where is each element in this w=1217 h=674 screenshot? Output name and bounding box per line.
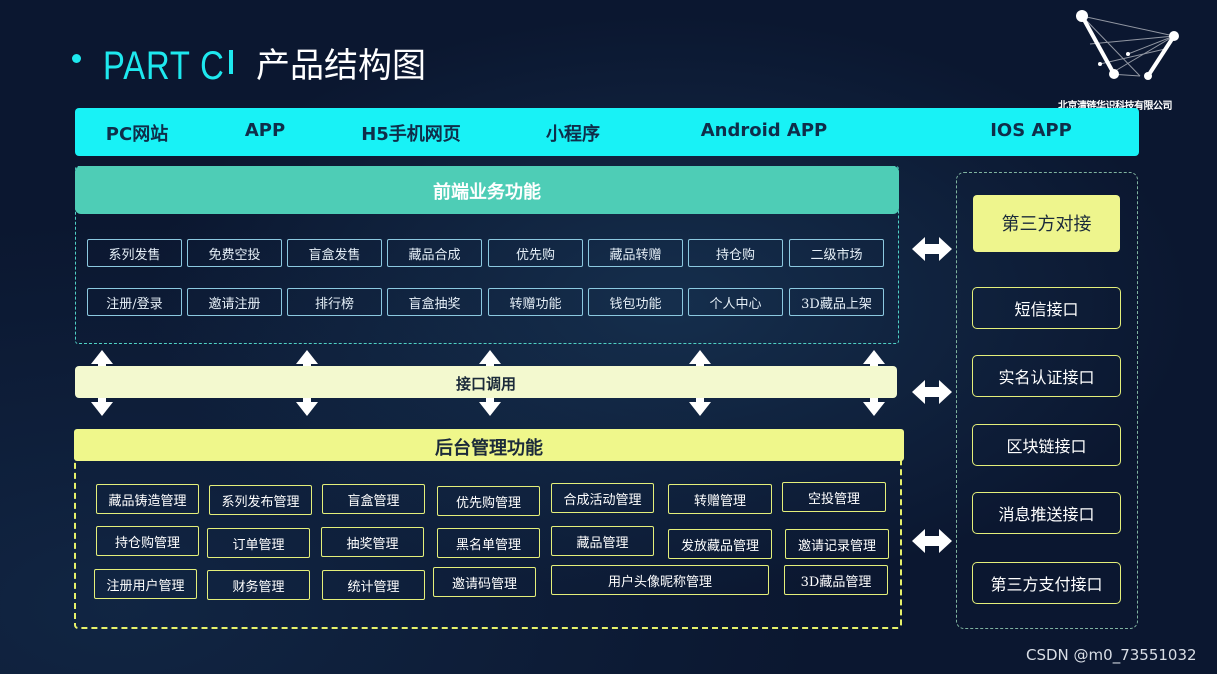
backend-item: 邀请记录管理: [785, 529, 889, 559]
backend-header: 后台管理功能: [74, 429, 904, 461]
frontend-item: 排行榜: [287, 288, 382, 316]
frontend-item: 钱包功能: [588, 288, 683, 316]
backend-item: 统计管理: [322, 570, 425, 600]
title-bullet: [72, 54, 81, 63]
frontend-item: 3D藏品上架: [789, 288, 884, 316]
platform-app: APP: [244, 120, 286, 141]
horizontal-arrow: [912, 237, 952, 261]
company-name: 北京清链华识科技有限公司: [1058, 101, 1173, 112]
frontend-item: 个人中心: [688, 288, 783, 316]
frontend-item: 盲盒发售: [287, 239, 382, 267]
backend-item: 优先购管理: [437, 486, 540, 516]
backend-item: 发放藏品管理: [668, 529, 772, 559]
backend-item: 藏品铸造管理: [96, 484, 199, 514]
backend-item: 抽奖管理: [321, 527, 424, 557]
platform-h5: H5手机网页: [361, 124, 461, 145]
frontend-item: 藏品转赠: [588, 239, 683, 267]
backend-title: 后台管理功能: [435, 438, 543, 459]
backend-item: 盲盒管理: [322, 484, 425, 514]
frontend-title: 前端业务功能: [433, 182, 541, 203]
backend-item: 注册用户管理: [94, 569, 197, 599]
third-party-frame: [956, 172, 1138, 629]
api-label: 接口调用: [455, 375, 516, 393]
frontend-item: 转赠功能: [488, 288, 583, 316]
backend-item: 用户头像昵称管理: [551, 565, 769, 595]
frontend-item: 持仓购: [688, 239, 783, 267]
frontend-item: 藏品合成: [387, 239, 482, 267]
frontend-item: 免费空投: [187, 239, 282, 267]
third-party-item: 消息推送接口: [972, 492, 1121, 534]
backend-item: 合成活动管理: [551, 483, 654, 513]
watermark: CSDN @m0_73551032: [1026, 646, 1197, 664]
frontend-item: 邀请注册: [187, 288, 282, 316]
part-label: PART C: [103, 44, 225, 88]
backend-item: 财务管理: [207, 570, 310, 600]
frontend-header: 前端业务功能: [75, 166, 899, 214]
frontend-item: 系列发售: [87, 239, 182, 267]
backend-item: 藏品管理: [551, 526, 654, 556]
backend-item: 3D藏品管理: [784, 565, 888, 595]
backend-item: 系列发布管理: [209, 485, 312, 515]
platform-android: Android APP: [700, 120, 828, 141]
third-party-item: 区块链接口: [972, 424, 1121, 466]
backend-item: 订单管理: [207, 528, 310, 558]
third-party-item: 短信接口: [972, 287, 1121, 329]
frontend-item: 二级市场: [789, 239, 884, 267]
api-bar: 接口调用: [75, 366, 897, 398]
title-separator: [229, 50, 233, 74]
third-party-header: 第三方对接: [973, 195, 1120, 252]
platform-ios: IOS APP: [990, 120, 1072, 141]
backend-item: 持仓购管理: [96, 526, 199, 556]
frontend-item: 优先购: [488, 239, 583, 267]
third-party-title: 第三方对接: [1001, 214, 1092, 235]
horizontal-arrow: [912, 380, 952, 404]
frontend-item: 盲盒抽奖: [387, 288, 482, 316]
backend-item: 邀请码管理: [433, 567, 536, 597]
page-title: 产品结构图: [256, 46, 426, 86]
backend-item: 黑名单管理: [437, 528, 540, 558]
backend-item: 空投管理: [782, 482, 886, 512]
horizontal-arrow: [912, 529, 952, 553]
platform-miniprogram: 小程序: [546, 124, 600, 145]
frontend-item: 注册/登录: [87, 288, 182, 316]
third-party-item: 实名认证接口: [972, 355, 1121, 397]
company-logo: [1076, 10, 1179, 80]
backend-item: 转赠管理: [668, 484, 772, 514]
third-party-item: 第三方支付接口: [972, 562, 1121, 604]
platform-bar: PC网站 APP H5手机网页 小程序 Android APP IOS APP: [75, 108, 1139, 156]
platform-pc: PC网站: [105, 124, 169, 145]
